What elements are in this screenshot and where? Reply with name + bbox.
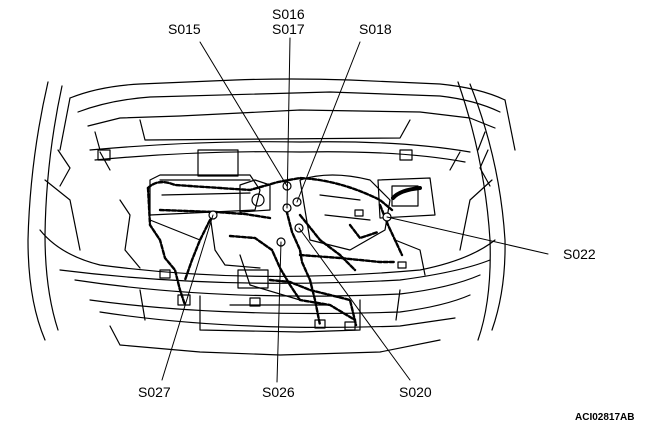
figure-code: ACI02817AB — [575, 412, 635, 423]
hood — [59, 78, 516, 151]
front-fascia — [39, 229, 496, 356]
splice-label-s017: S017 — [272, 21, 305, 37]
battery-cable — [391, 186, 422, 200]
splice-label-s026: S026 — [262, 384, 295, 400]
splice-points — [159, 181, 407, 331]
splice-label-s015: S015 — [168, 21, 201, 37]
splice-label-s027: S027 — [138, 384, 171, 400]
splice-label-s022: S022 — [563, 246, 596, 262]
leader-lines — [161, 37, 549, 383]
wiring-harness — [146, 176, 404, 327]
splice-label-s020: S020 — [399, 384, 432, 400]
body-frame — [27, 81, 506, 341]
splice-label-s016: S016 — [272, 6, 305, 22]
splice-label-s018: S018 — [359, 21, 392, 37]
cowl — [89, 141, 471, 171]
